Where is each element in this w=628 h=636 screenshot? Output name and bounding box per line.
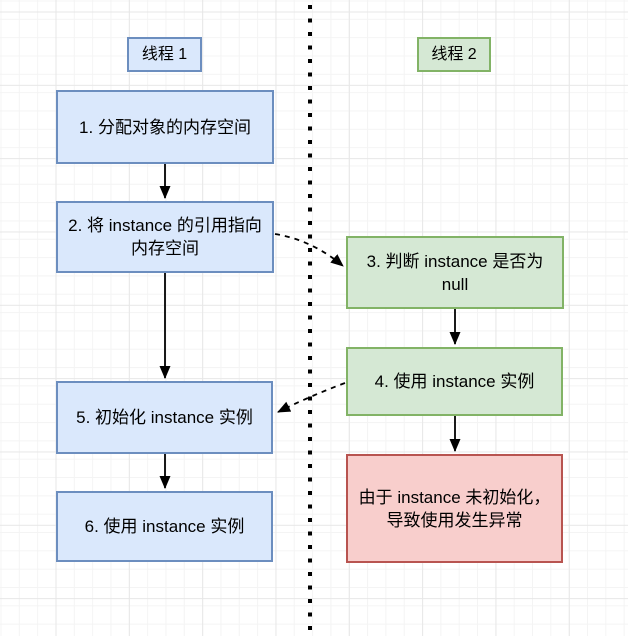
node-error-label: 由于 instance 未初始化，导致使用发生异常	[358, 487, 551, 530]
node-step3-label: 3. 判断 instance 是否为 null	[366, 251, 544, 294]
node-step6: 6. 使用 instance 实例	[56, 491, 273, 562]
node-step2: 2. 将 instance 的引用指向内存空间	[56, 201, 274, 273]
node-step2-label: 2. 将 instance 的引用指向内存空间	[68, 216, 262, 258]
lane-label-thread1-text: 线程 1	[141, 45, 188, 63]
lane-label-thread2-text: 线程 2	[431, 45, 477, 63]
node-step6-label: 6. 使用 instance 实例	[84, 517, 245, 536]
node-step5-label: 5. 初始化 instance 实例	[76, 408, 253, 427]
node-step5: 5. 初始化 instance 实例	[56, 381, 273, 454]
node-step3: 3. 判断 instance 是否为 null	[346, 236, 564, 309]
node-step4-label: 4. 使用 instance 实例	[374, 372, 535, 391]
node-error: 由于 instance 未初始化，导致使用发生异常	[346, 454, 563, 563]
node-step1: 1. 分配对象的内存空间	[56, 90, 274, 164]
lane-label-thread2: 线程 2	[417, 37, 491, 72]
node-step4: 4. 使用 instance 实例	[346, 347, 563, 416]
thread-divider-line	[308, 5, 312, 632]
node-step1-label: 1. 分配对象的内存空间	[79, 117, 251, 137]
lane-label-thread1: 线程 1	[127, 37, 202, 72]
